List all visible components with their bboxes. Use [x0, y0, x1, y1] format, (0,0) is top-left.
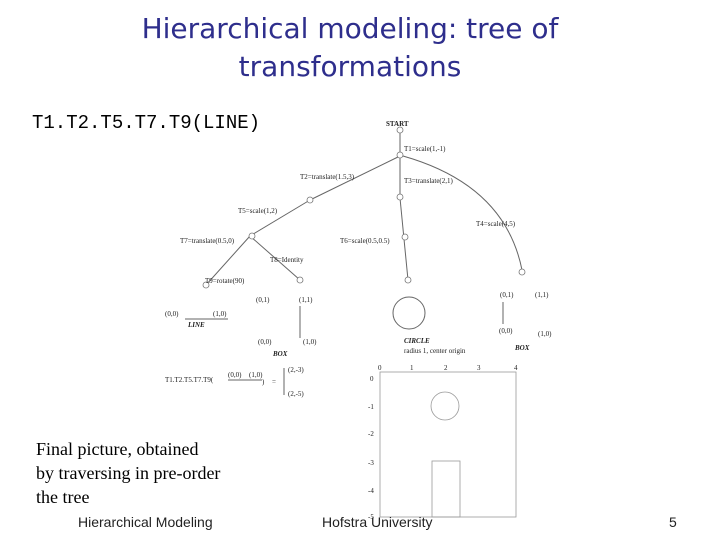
title-line-1: Hierarchical modeling: tree of — [141, 12, 559, 45]
caption-line-1: Final picture, obtained — [36, 439, 199, 459]
box2-name: BOX — [514, 344, 530, 352]
apply-equals: = — [272, 378, 276, 386]
edge-t5-t8 — [249, 235, 301, 281]
node-t6 — [401, 233, 409, 241]
picture-circle — [430, 391, 460, 421]
line-name: LINE — [187, 321, 205, 329]
footer-left: Hierarchical Modeling — [78, 514, 213, 530]
circle-primitive: CIRCLE radius 1, center origin — [392, 296, 466, 355]
t5-label: T5=scale(1,2) — [238, 207, 278, 215]
t8-label: T8=Identity — [270, 256, 304, 264]
box-br: (1,0) — [303, 338, 317, 346]
node-t8 — [296, 276, 304, 284]
box-bl: (0,0) — [258, 338, 272, 346]
node-t3 — [396, 193, 404, 201]
result-p1: (2,-5) — [288, 390, 304, 398]
page-number: 5 — [669, 514, 677, 530]
t4-label: T4=scale(4,5) — [476, 220, 516, 228]
apply-close: ) — [262, 378, 265, 386]
y-tick-5: -5 — [368, 513, 374, 521]
box-tl: (0,1) — [256, 296, 270, 304]
y-tick-4: -4 — [368, 487, 374, 495]
circle-shape — [392, 296, 426, 330]
box-tr: (1,1) — [299, 296, 313, 304]
picture-frame — [379, 371, 517, 518]
edge-t1-t2 — [309, 155, 401, 201]
slide-title: Hierarchical modeling: tree of transform… — [0, 10, 700, 86]
caption-line-2: by traversing in pre-order — [36, 463, 221, 483]
t3-label: T3=translate(2,1) — [404, 177, 454, 185]
node-t5 — [248, 232, 256, 240]
x-tick-4: 4 — [514, 364, 518, 372]
circle-name: CIRCLE — [404, 337, 430, 345]
apply-p0: (0,0) — [228, 371, 242, 379]
transform-expression: T1.T2.T5.T7.T9(LINE) — [32, 112, 261, 134]
node-t4 — [518, 268, 526, 276]
box2-tr: (1,1) — [535, 291, 549, 299]
t2-label: T2=translate(1.5,3) — [300, 173, 355, 181]
edge-t1-t4 — [402, 155, 523, 271]
y-tick-1: -1 — [368, 403, 374, 411]
t6-label: T6=scale(0.5,0.5) — [340, 237, 390, 245]
circle-desc: radius 1, center origin — [404, 347, 466, 355]
node-start — [396, 126, 404, 134]
node-circle — [404, 276, 412, 284]
t7-label: T7=translate(0.5,0) — [180, 237, 235, 245]
picture-box — [431, 460, 461, 518]
t1-label: T1=scale(1,-1) — [404, 145, 446, 153]
box2-bl: (0,0) — [499, 327, 513, 335]
result-p0: (2,-3) — [288, 366, 304, 374]
caption-line-3: the tree — [36, 487, 90, 507]
y-tick-3: -3 — [368, 459, 374, 467]
node-t2 — [306, 196, 314, 204]
node-t7 — [202, 281, 210, 289]
x-tick-3: 3 — [477, 364, 481, 372]
y-tick-2: -2 — [368, 430, 374, 438]
t9-label: T9=rotate(90) — [205, 277, 245, 285]
caption: Final picture, obtained by traversing in… — [36, 437, 266, 509]
footer-center: Hofstra University — [322, 514, 433, 530]
edge-t5-t7 — [205, 235, 251, 286]
box-primitive: (0,1) (1,1) (0,0) (1,0) BOX — [256, 296, 317, 358]
apply-expr: T1.T2.T5.T7.T9( — [165, 376, 214, 384]
box-name: BOX — [272, 350, 288, 358]
apply-p1: (1,0) — [249, 371, 263, 379]
start-label: START — [386, 120, 409, 128]
edge-t2-t5 — [249, 199, 311, 237]
x-tick-1: 1 — [410, 364, 414, 372]
box2-tl: (0,1) — [500, 291, 514, 299]
final-picture: 0 1 2 3 4 0 -1 -2 -3 -4 -5 — [368, 364, 518, 521]
line-primitive: (0,0) (1,0) LINE — [165, 310, 228, 329]
traversal-example: T1.T2.T5.T7.T9( (0,0) (1,0) ) = (2,-3) (… — [165, 366, 304, 398]
line-p0: (0,0) — [165, 310, 179, 318]
tree-nodes — [202, 126, 526, 289]
node-t1 — [396, 151, 404, 159]
x-tick-0: 0 — [378, 364, 382, 372]
line-p1: (1,0) — [213, 310, 227, 318]
y-tick-0: 0 — [370, 375, 374, 383]
box2-primitive: (0,1) (1,1) (0,0) (1,0) BOX — [499, 291, 552, 352]
title-line-2: transformations — [238, 50, 462, 83]
box2-br: (1,0) — [538, 330, 552, 338]
x-tick-2: 2 — [444, 364, 448, 372]
